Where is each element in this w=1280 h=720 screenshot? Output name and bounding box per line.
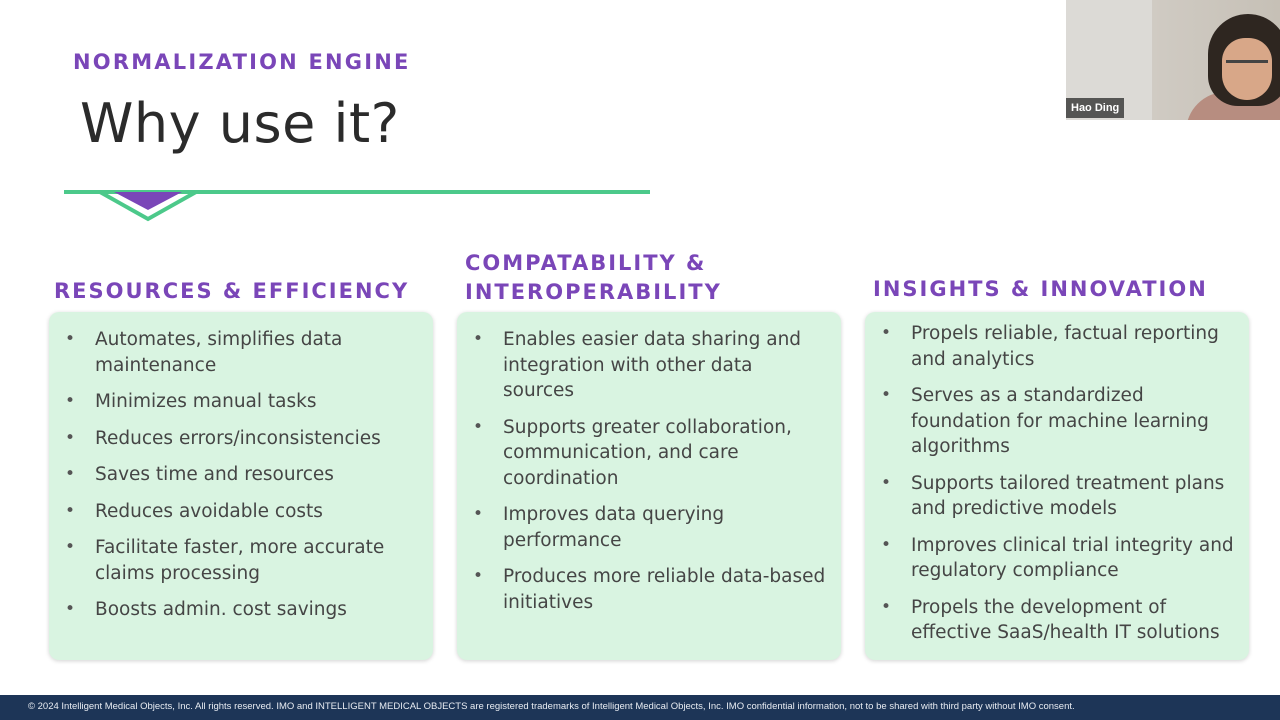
column-heading-insights: INSIGHTS & INNOVATION xyxy=(873,277,1208,301)
list-item: Supports greater collaboration, communic… xyxy=(471,415,827,492)
card-compatability: Enables easier data sharing and integrat… xyxy=(457,312,841,660)
list-item: Boosts admin. cost savings xyxy=(63,597,419,623)
list-item: Supports tailored treatment plans and pr… xyxy=(879,471,1235,522)
column-heading-compatability: COMPATABILITY & INTEROPERABILITY xyxy=(465,251,722,304)
list-item: Minimizes manual tasks xyxy=(63,389,419,415)
footer-copyright: © 2024 Intelligent Medical Objects, Inc.… xyxy=(0,695,1280,720)
list-item: Produces more reliable data-based initia… xyxy=(471,564,827,615)
list-item: Improves clinical trial integrity and re… xyxy=(879,533,1235,584)
bullet-list: Enables easier data sharing and integrat… xyxy=(471,327,827,615)
list-item: Reduces errors/inconsistencies xyxy=(63,426,419,452)
bullet-list: Propels reliable, factual reporting and … xyxy=(879,321,1235,646)
list-item: Propels the development of effective Saa… xyxy=(879,595,1235,646)
participant-glasses xyxy=(1226,60,1268,63)
divider-arrow xyxy=(114,192,182,210)
list-item: Improves data querying performance xyxy=(471,502,827,553)
list-item: Serves as a standardized foundation for … xyxy=(879,383,1235,460)
list-item: Automates, simplifies data maintenance xyxy=(63,327,419,378)
participant-video-tile[interactable] xyxy=(1066,0,1280,120)
list-item: Propels reliable, factual reporting and … xyxy=(879,321,1235,372)
participant-name-tag: Hao Ding xyxy=(1066,98,1125,118)
card-resources: Automates, simplifies data maintenance M… xyxy=(49,312,433,660)
title-divider xyxy=(64,190,650,222)
column-heading-resources: RESOURCES & EFFICIENCY xyxy=(54,279,410,303)
card-insights: Propels reliable, factual reporting and … xyxy=(865,312,1249,660)
list-item: Reduces avoidable costs xyxy=(63,499,419,525)
slide-eyebrow: NORMALIZATION ENGINE xyxy=(73,50,411,74)
participant-face xyxy=(1222,38,1272,100)
list-item: Saves time and resources xyxy=(63,462,419,488)
list-item: Enables easier data sharing and integrat… xyxy=(471,327,827,404)
bullet-list: Automates, simplifies data maintenance M… xyxy=(63,327,419,623)
list-item: Facilitate faster, more accurate claims … xyxy=(63,535,419,586)
slide-title: Why use it? xyxy=(80,92,400,155)
